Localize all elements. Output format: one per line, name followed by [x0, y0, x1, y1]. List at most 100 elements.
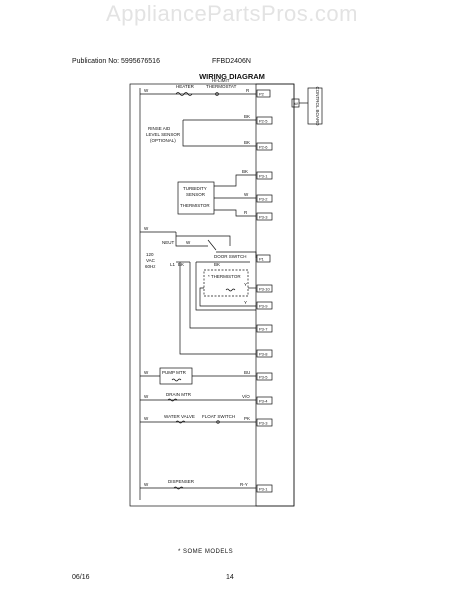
turb-r-wire [214, 209, 256, 217]
wire-bu-pump: BU [244, 370, 250, 375]
valve-coil [175, 420, 186, 424]
wire-pk-valve: PK [244, 416, 250, 421]
label-pump-mtr: PUMP MTR [162, 370, 187, 375]
conn-label: P1 [259, 257, 265, 262]
rinse-wire-low [182, 120, 256, 147]
conn-label: P2 [259, 92, 265, 97]
label-turbidity-1: TURBIDITY [183, 186, 207, 191]
label-rinse-1: RINSE AID [148, 126, 171, 131]
label-thermostat: THERMOSTAT [206, 84, 237, 89]
wire-ry-disp: R-Y [240, 482, 248, 487]
label-thermistor: THERMISTOR [180, 203, 210, 208]
l1-bk-outer [179, 262, 256, 355]
wire-bk-l1: BK [178, 262, 184, 267]
label-float-switch: FLOAT SWITCH [202, 414, 235, 419]
label-thermistor-opt: * THERMISTOR [208, 274, 241, 279]
conn-p2-5 [256, 116, 273, 125]
control-board-box [307, 87, 323, 125]
therm-y2 [199, 287, 256, 307]
conn-label: P3-5 [259, 375, 268, 380]
conn-label: P3-1 [259, 487, 268, 492]
label-neut: NEUT [162, 240, 175, 245]
conn-p3-5 [256, 372, 273, 381]
wire-r-turb: R [244, 210, 248, 215]
heater-coil [175, 92, 193, 96]
conn-p3-7 [256, 324, 273, 333]
label-turbidity-2: SENSOR [186, 192, 206, 197]
wire-w-left: W [144, 226, 149, 231]
conn-p3-3b [256, 418, 273, 427]
conn-label: P3-3 [259, 421, 268, 426]
watermark-logo: AppliancePartsPros.com [106, 1, 358, 26]
l1-bk-long [189, 262, 256, 329]
wire-bk-door: BK [214, 262, 220, 267]
model-number: FFBD2406N [212, 58, 251, 65]
footnote: * SOME MODELS [178, 549, 234, 555]
hi-limit-contact [215, 92, 219, 96]
control-board-column [255, 83, 295, 507]
label-heater: HEATER [176, 84, 195, 89]
thermistor-symbol [225, 288, 236, 292]
wire-y-therm2: Y [244, 300, 247, 305]
pump-coil [171, 378, 182, 382]
label-rinse-3: (OPTIONAL) [150, 138, 176, 143]
wire-bk-turb: BK [242, 169, 248, 174]
conn-label: P2-6 [259, 145, 268, 150]
wire-w-drain: W [144, 394, 149, 399]
turb-bk-wire [214, 174, 256, 187]
wire-r-heater: R [246, 88, 250, 93]
page-number: 14 [226, 574, 234, 581]
conn-p3-1b [256, 484, 273, 493]
conn-p3-8 [256, 349, 273, 358]
wire-vio-drain: V/O [242, 394, 250, 399]
conn-label: P3-7 [259, 327, 268, 332]
door-switch-blade [207, 239, 217, 251]
wire-w-neut: W [186, 240, 191, 245]
publication-number: Publication No: 5995676516 [72, 58, 160, 65]
dispenser-coil [173, 486, 184, 490]
wire-bk-rinse1: BK [244, 114, 250, 119]
conn-p3-2 [256, 194, 273, 203]
conn-label: P3-10 [259, 287, 270, 292]
conn-label: P3-3 [259, 215, 268, 220]
conn-p3-1a [256, 171, 273, 180]
label-drain-mtr: DRAIN MTR [166, 392, 192, 397]
diagram-title: WIRING DIAGRAM [199, 72, 265, 81]
control-board-pin: W [294, 101, 298, 106]
conn-label: P3-1 [259, 174, 268, 179]
conn-label: P3-4 [259, 399, 268, 404]
label-supply-3: 60Hz [145, 264, 156, 269]
label-water-valve: WATER VALVE [164, 414, 195, 419]
wire-bk-rinse2: BK [244, 140, 250, 145]
wire-w-pump: W [144, 370, 149, 375]
neut-top-wire [176, 235, 231, 246]
conn-p1 [256, 254, 271, 263]
conn-p3-9 [256, 301, 273, 310]
wire-w-turb: W [244, 192, 249, 197]
float-contact [216, 420, 220, 424]
label-door-switch: DOOR SWITCH [214, 254, 247, 259]
conn-p3-3a [256, 212, 273, 221]
conn-label: P3-8 [259, 352, 268, 357]
conn-p2-6 [256, 142, 273, 151]
wire-y-therm1: Y [244, 282, 247, 287]
door-bk-wire [195, 262, 256, 311]
label-hi-limit: HI-LIMIT [212, 78, 230, 83]
conn-p3-10 [256, 284, 273, 293]
label-supply-2: VAC [146, 258, 156, 263]
label-rinse-2: LEVEL SENSOR [146, 132, 181, 137]
door-switch-wire [216, 251, 257, 258]
diagram-frame [129, 83, 295, 507]
footer-date: 06/16 [72, 574, 90, 581]
label-l1: L1 [170, 262, 176, 267]
thermistor-opt-box [203, 269, 249, 297]
conn-label: P3-2 [259, 197, 268, 202]
drain-coil [167, 398, 178, 402]
conn-p3-4 [256, 396, 273, 405]
neut-bus [175, 232, 208, 247]
label-supply-1: 120 [146, 252, 154, 257]
wire-w-valve: W [144, 416, 149, 421]
conn-label: P2-5 [259, 119, 268, 124]
